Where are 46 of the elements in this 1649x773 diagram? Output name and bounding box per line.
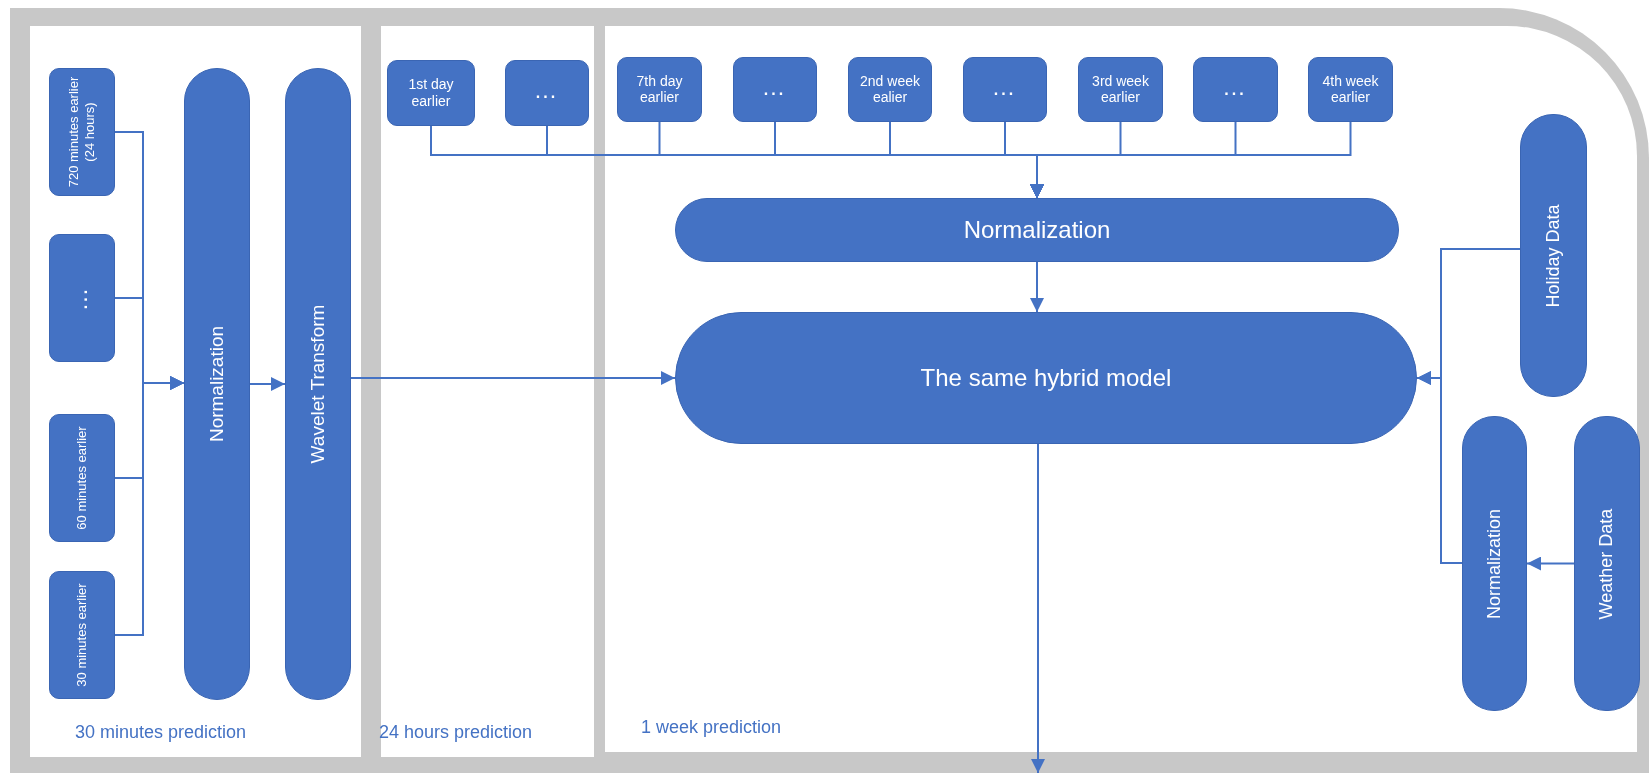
node-label: 720 minutes earlier (24 hours) xyxy=(66,75,98,190)
arrow xyxy=(114,376,185,636)
arrow xyxy=(1416,371,1463,564)
arrow xyxy=(1526,556,1575,571)
arrow xyxy=(1030,261,1044,313)
panel-label: 30 minutes prediction xyxy=(75,722,247,743)
prediction-panel xyxy=(30,26,361,757)
node-label: 2nd week ealier xyxy=(859,72,921,107)
input-box xyxy=(1308,57,1393,122)
arrow xyxy=(350,371,676,385)
node-label: Holiday Data xyxy=(1542,202,1564,310)
ellipsis-box xyxy=(505,60,589,126)
ellipsis-text: ... xyxy=(992,79,1018,100)
panel-label: 24 hours prediction xyxy=(379,722,533,743)
node-label: 30 minutes earlier xyxy=(74,582,90,689)
node-label: Normalization xyxy=(205,324,228,445)
node-label: 1st day earlier xyxy=(407,76,455,110)
ellipsis-text: ... xyxy=(72,285,92,312)
input-box xyxy=(387,60,475,126)
ellipsis-box xyxy=(49,234,115,362)
input-box xyxy=(49,571,115,699)
node-label: 60 minutes earlier xyxy=(74,425,90,532)
arrow xyxy=(1031,443,1045,773)
ellipsis-box xyxy=(1193,57,1278,122)
ellipsis-text: ... xyxy=(1223,79,1248,100)
node-label: Normalization xyxy=(962,215,1112,245)
node-label: 4th week earlier xyxy=(1321,72,1380,107)
node-label: Wavelet Transform xyxy=(306,303,329,466)
input-box xyxy=(848,57,932,122)
input-box xyxy=(49,414,115,542)
ellipsis-box xyxy=(733,57,817,122)
ellipsis-box xyxy=(963,57,1047,122)
node-label: Weather Data xyxy=(1596,507,1618,622)
node-label: Normalization xyxy=(1483,507,1505,621)
ellipsis-text: ... xyxy=(762,79,788,100)
prediction-panel xyxy=(605,26,1637,752)
prediction-panel xyxy=(381,26,594,757)
node-label: The same hybrid model xyxy=(919,363,1173,393)
arrow xyxy=(249,377,286,391)
input-box xyxy=(49,68,115,196)
input-box xyxy=(1078,57,1163,122)
node-label: 3rd week earlier xyxy=(1091,72,1150,107)
panel-label: 1 week prediction xyxy=(641,717,782,738)
node-label: 7th day earlier xyxy=(635,72,684,107)
input-box xyxy=(617,57,702,122)
ellipsis-text: ... xyxy=(534,83,560,103)
